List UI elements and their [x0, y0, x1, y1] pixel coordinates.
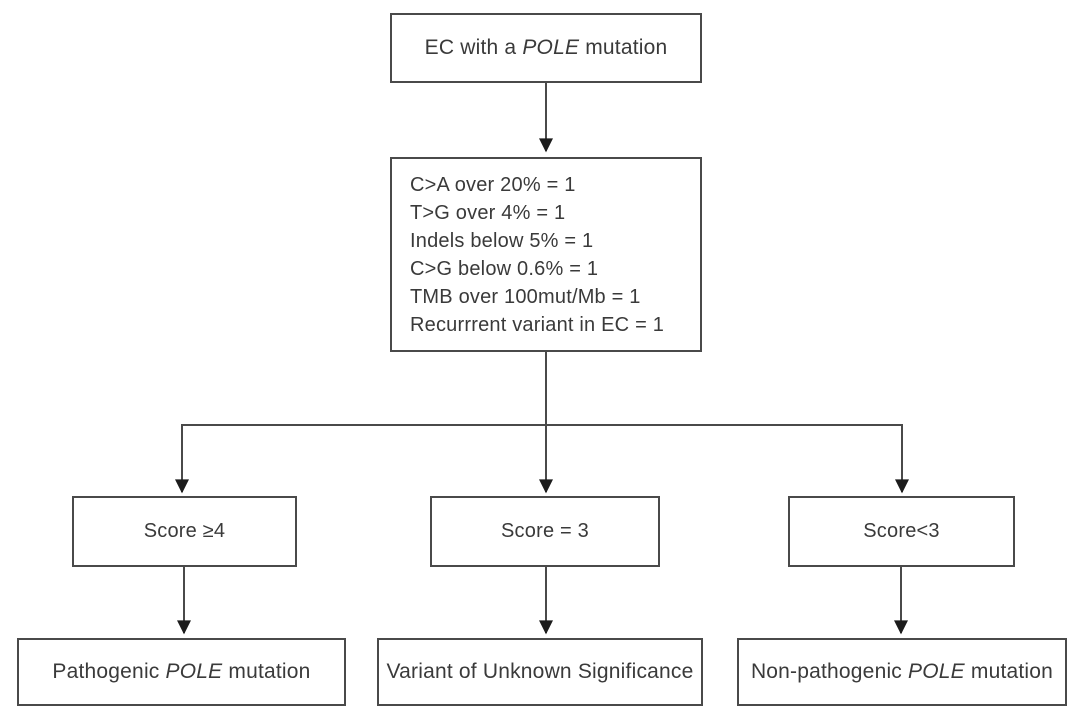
node-score-lt-3: Score<3 — [788, 496, 1015, 567]
gene-symbol: POLE — [522, 36, 580, 59]
node-label: Score<3 — [863, 520, 940, 542]
label-prefix: EC with a — [424, 36, 523, 59]
node-label: Score ≥4 — [143, 520, 226, 542]
gene-symbol: POLE — [165, 660, 223, 683]
node-pathogenic-pole-mutation: Pathogenic POLE mutation — [17, 638, 346, 706]
criteria-line: TMB over 100mut/Mb = 1 — [410, 285, 641, 308]
node-non-pathogenic-pole-mutation: Non-pathogenic POLE mutation — [737, 638, 1067, 706]
node-scoring-criteria: C>A over 20% = 1 T>G over 4% = 1 Indels … — [390, 157, 702, 352]
node-score-ge-4: Score ≥4 — [72, 496, 297, 567]
label-prefix: Non-pathogenic — [750, 660, 909, 683]
criteria-line: Recurrrent variant in EC = 1 — [410, 313, 665, 336]
node-score-eq-3: Score = 3 — [430, 496, 660, 567]
criteria-line: C>A over 20% = 1 — [410, 173, 576, 196]
criteria-line: T>G over 4% = 1 — [410, 201, 566, 224]
node-label: Pathogenic POLE mutation — [52, 660, 310, 684]
node-label: Non-pathogenic POLE mutation — [751, 660, 1053, 684]
label-suffix: mutation — [222, 660, 311, 683]
node-label: Score = 3 — [501, 520, 589, 542]
node-ec-pole-mutation: EC with a POLE mutation — [390, 13, 702, 83]
node-variant-unknown-significance: Variant of Unknown Significance — [377, 638, 703, 706]
gene-symbol: POLE — [908, 660, 965, 683]
criteria-line: C>G below 0.6% = 1 — [410, 257, 599, 280]
label-suffix: mutation — [964, 660, 1054, 683]
node-label: EC with a POLE mutation — [425, 36, 668, 60]
criteria-line: Indels below 5% = 1 — [410, 229, 594, 252]
label-prefix: Pathogenic — [52, 660, 166, 683]
node-label: Variant of Unknown Significance — [386, 660, 694, 683]
label-suffix: mutation — [579, 36, 668, 59]
